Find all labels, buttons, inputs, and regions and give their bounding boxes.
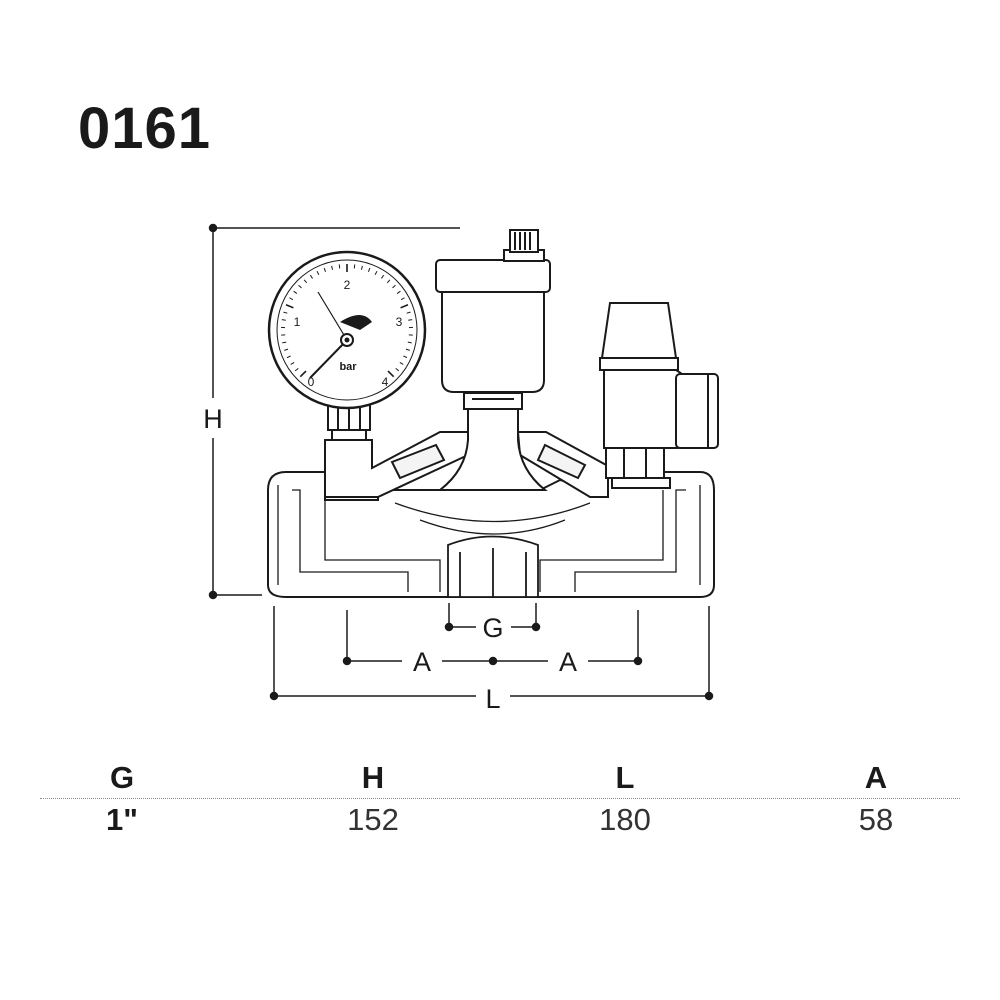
gauge-label-4: 4 <box>382 375 389 389</box>
gauge-tick <box>285 304 294 309</box>
spec-header-row: G H L A <box>0 752 1000 799</box>
gauge-tick <box>303 279 308 284</box>
gauge-tick <box>283 311 288 314</box>
gauge-tick <box>387 370 395 378</box>
gauge-label-0: 0 <box>308 375 315 389</box>
gauge-unit-label: bar <box>339 361 357 373</box>
gauge-tick <box>290 361 295 365</box>
gauge-tick <box>309 274 313 279</box>
gauge-tick <box>289 297 294 301</box>
gauge-tick <box>407 341 412 344</box>
gauge-tick <box>374 270 378 275</box>
dimension-l-label: L <box>485 684 500 714</box>
dimension-a-right-label: A <box>559 647 577 677</box>
spec-value-a: 58 <box>858 802 894 837</box>
gauge-tick <box>316 270 320 275</box>
gauge-red-zone <box>340 315 372 330</box>
gauge-needle <box>309 339 348 379</box>
central-neck <box>437 392 548 491</box>
gauge-tick <box>406 311 411 314</box>
gauge-tick <box>367 267 371 273</box>
gauge-tick <box>403 355 408 359</box>
spec-divider <box>40 798 960 799</box>
dimension-g-label: G <box>482 613 503 643</box>
dimension-a <box>342 610 643 666</box>
gauge-tick <box>392 284 396 289</box>
gauge-tick <box>381 274 385 279</box>
spec-value-g: 1" <box>106 802 138 837</box>
product-code: 0161 <box>78 96 212 161</box>
manifold-channels <box>277 485 701 592</box>
gauge-tick <box>293 290 298 294</box>
center-hex-nut <box>447 535 539 598</box>
spec-value-l: 180 <box>599 802 651 837</box>
gauge-tick <box>281 319 286 321</box>
gauge-tick <box>408 319 413 321</box>
air-vent <box>435 229 551 393</box>
safety-valve <box>599 302 719 489</box>
gauge-tick <box>331 265 334 270</box>
gauge-label-1: 1 <box>294 315 301 329</box>
gauge-tick <box>323 267 327 273</box>
gauge-tick <box>395 367 400 372</box>
dimension-g <box>444 603 541 632</box>
gauge-tick <box>399 361 404 365</box>
dimension-h-label: H <box>203 404 223 434</box>
gauge-tick <box>400 304 409 309</box>
spec-header-h: H <box>361 760 385 795</box>
gauge-tick <box>360 265 363 270</box>
dimension-a-left-label: A <box>413 647 431 677</box>
gauge-tick <box>284 348 289 351</box>
gauge-tick <box>286 355 291 359</box>
gauge-label-3: 3 <box>396 315 403 329</box>
spec-header-g: G <box>109 760 135 795</box>
spec-value-h: 152 <box>347 802 399 837</box>
dimension-l <box>269 606 714 701</box>
gauge-tick <box>400 297 405 301</box>
spec-header-l: L <box>615 760 635 795</box>
spec-header-a: A <box>864 760 888 795</box>
gauge-tick <box>282 341 287 344</box>
gauge-tick <box>405 348 410 351</box>
gauge-tick <box>386 279 391 284</box>
gauge-label-2: 2 <box>344 278 351 292</box>
gauge-tick <box>396 290 401 294</box>
spec-value-row: 1" 152 180 58 <box>0 796 1000 840</box>
pressure-gauge: 0 1 2 3 4 bar <box>267 250 427 410</box>
gauge-tick <box>299 370 307 378</box>
dimension-spec-table: G H L A 1" 152 180 58 <box>0 752 1000 840</box>
gauge-ticks <box>281 264 413 378</box>
gauge-tick <box>294 367 299 372</box>
gauge-tick <box>298 284 302 289</box>
